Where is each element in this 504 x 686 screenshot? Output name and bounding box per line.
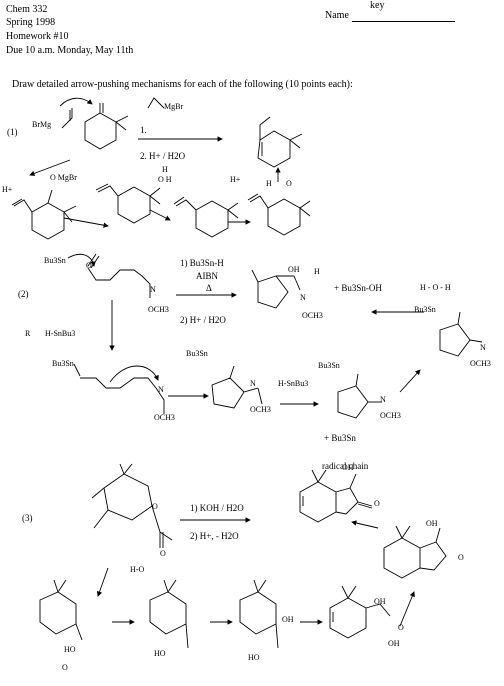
- water-oh: O H: [158, 175, 172, 184]
- bu3sn-radical-label: Bu3Sn: [44, 256, 66, 265]
- hydroxide-label: H-O: [130, 565, 145, 574]
- bu3sn-oxonium: Bu3Sn: [414, 305, 436, 314]
- radical-chain-label: radical chain: [322, 461, 369, 471]
- ester-o: O: [160, 549, 166, 558]
- term-label: Spring 1998: [6, 17, 56, 28]
- bottom-ho-3: HO: [248, 653, 260, 662]
- imine-n: N: [380, 395, 386, 404]
- due-date-label: Due 10 a.m. Monday, May 11th: [6, 45, 134, 56]
- reagent-mgbr-label: MgBr: [164, 102, 184, 111]
- radical-n: N: [158, 385, 164, 394]
- homework-label: Homework #10: [6, 31, 69, 42]
- bottom-oh-3: OH: [282, 615, 294, 624]
- vinyl-grignard-label: BrMg: [32, 120, 52, 129]
- bottom-ho-2: HO: [154, 649, 166, 658]
- product-oh-p3: OH: [342, 463, 354, 472]
- product-och3: OCH3: [302, 311, 323, 320]
- problem3-number: (3): [22, 513, 33, 523]
- imine-bu3sn: Bu3Sn: [318, 361, 340, 370]
- bottom-ho-1: HO: [64, 645, 76, 654]
- right-o-p3: O: [458, 553, 464, 562]
- imine-och3: OCH3: [380, 411, 401, 420]
- name-field-line[interactable]: [352, 21, 455, 22]
- hydrogen-label: H: [266, 179, 272, 188]
- radical-bu3sn-o: Bu3Sn: [52, 359, 74, 368]
- product-lactone-o: O: [374, 499, 380, 508]
- condition-2: 2) H+ / H2O: [180, 315, 226, 325]
- key-handwritten: key: [370, 0, 385, 11]
- cyclic-och3: OCH3: [250, 405, 271, 414]
- right-n: N: [480, 343, 486, 352]
- condition-delta: Δ: [206, 283, 212, 293]
- h-plus-right: H+: [230, 175, 241, 184]
- p3-condition-1: 1) KOH / H2O: [190, 503, 244, 513]
- product-n: N: [300, 293, 306, 302]
- h-snbu3-2: H-SnBu3: [278, 379, 309, 388]
- course-label: Chem 332: [6, 4, 48, 15]
- right-oh-p3: OH: [426, 519, 438, 528]
- ring-o-1: O: [152, 502, 158, 511]
- water-label: H - O - H: [420, 283, 451, 292]
- oxime-och3: OCH3: [148, 305, 169, 314]
- water-h: H: [162, 165, 168, 174]
- oxygen-label: O: [286, 179, 292, 188]
- condition-aibn: AIBN: [196, 271, 218, 281]
- cyclic-n: N: [250, 379, 256, 388]
- bottom-o-right: O: [398, 623, 404, 632]
- right-och3: OCH3: [470, 359, 491, 368]
- problem1-number: (1): [7, 127, 18, 137]
- step2-label: 2. H+ / H2O: [140, 151, 186, 161]
- bottom-oh-4: OH: [374, 597, 386, 606]
- oxime-n: N: [150, 285, 156, 294]
- byproduct-bu3snoh: + Bu3Sn-OH: [334, 283, 382, 293]
- problem2-number: (2): [18, 289, 29, 299]
- name-label: Name: [325, 10, 349, 21]
- instructions-text: Draw detailed arrow-pushing mechanisms f…: [12, 79, 353, 90]
- radical-och3: OCH3: [154, 413, 175, 422]
- bu3sn-regenerated: + Bu3Sn: [324, 433, 356, 443]
- step1-label: 1.: [140, 125, 147, 135]
- h-snbu3-label: H-SnBu3: [45, 329, 76, 338]
- p3-condition-2: 2) H+, - H2O: [190, 531, 239, 541]
- condition-1: 1) Bu3Sn-H: [180, 258, 224, 268]
- aldehyde-o: O: [86, 261, 92, 270]
- bottom-oh-5: OH: [388, 639, 400, 648]
- product-oh: OH: [288, 265, 300, 274]
- h-plus-left: H+: [2, 185, 13, 194]
- r-radical-label: R: [25, 329, 31, 338]
- product-h: H: [314, 267, 320, 276]
- cyclic-bu3sn: Bu3Sn: [186, 349, 208, 358]
- bottom-o-minus: O: [62, 663, 68, 672]
- alkoxide-mgbr: O MgBr: [50, 173, 77, 182]
